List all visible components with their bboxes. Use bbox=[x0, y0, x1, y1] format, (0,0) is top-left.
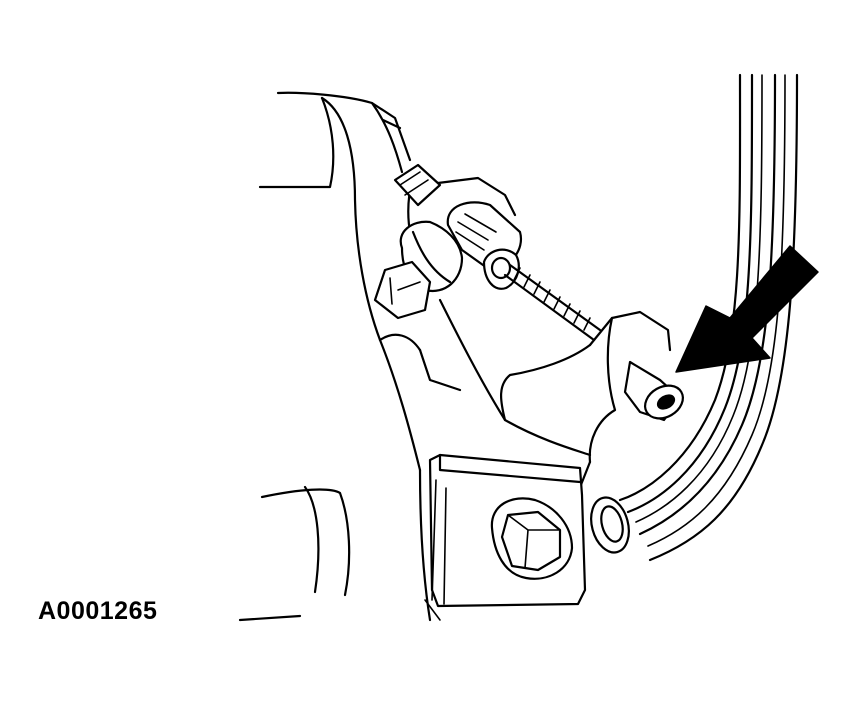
upper-housing bbox=[258, 91, 422, 472]
hose-bundle bbox=[618, 73, 799, 562]
arrow-icon bbox=[675, 245, 819, 373]
lower-housing bbox=[238, 485, 351, 622]
hex-bolt bbox=[490, 497, 574, 580]
figure-id-label: A0001265 bbox=[38, 597, 158, 625]
bushing bbox=[623, 360, 684, 422]
side-washer bbox=[590, 496, 630, 554]
ball-stud bbox=[373, 220, 464, 320]
bracket-plate bbox=[378, 176, 672, 502]
cable-wire bbox=[503, 263, 602, 342]
